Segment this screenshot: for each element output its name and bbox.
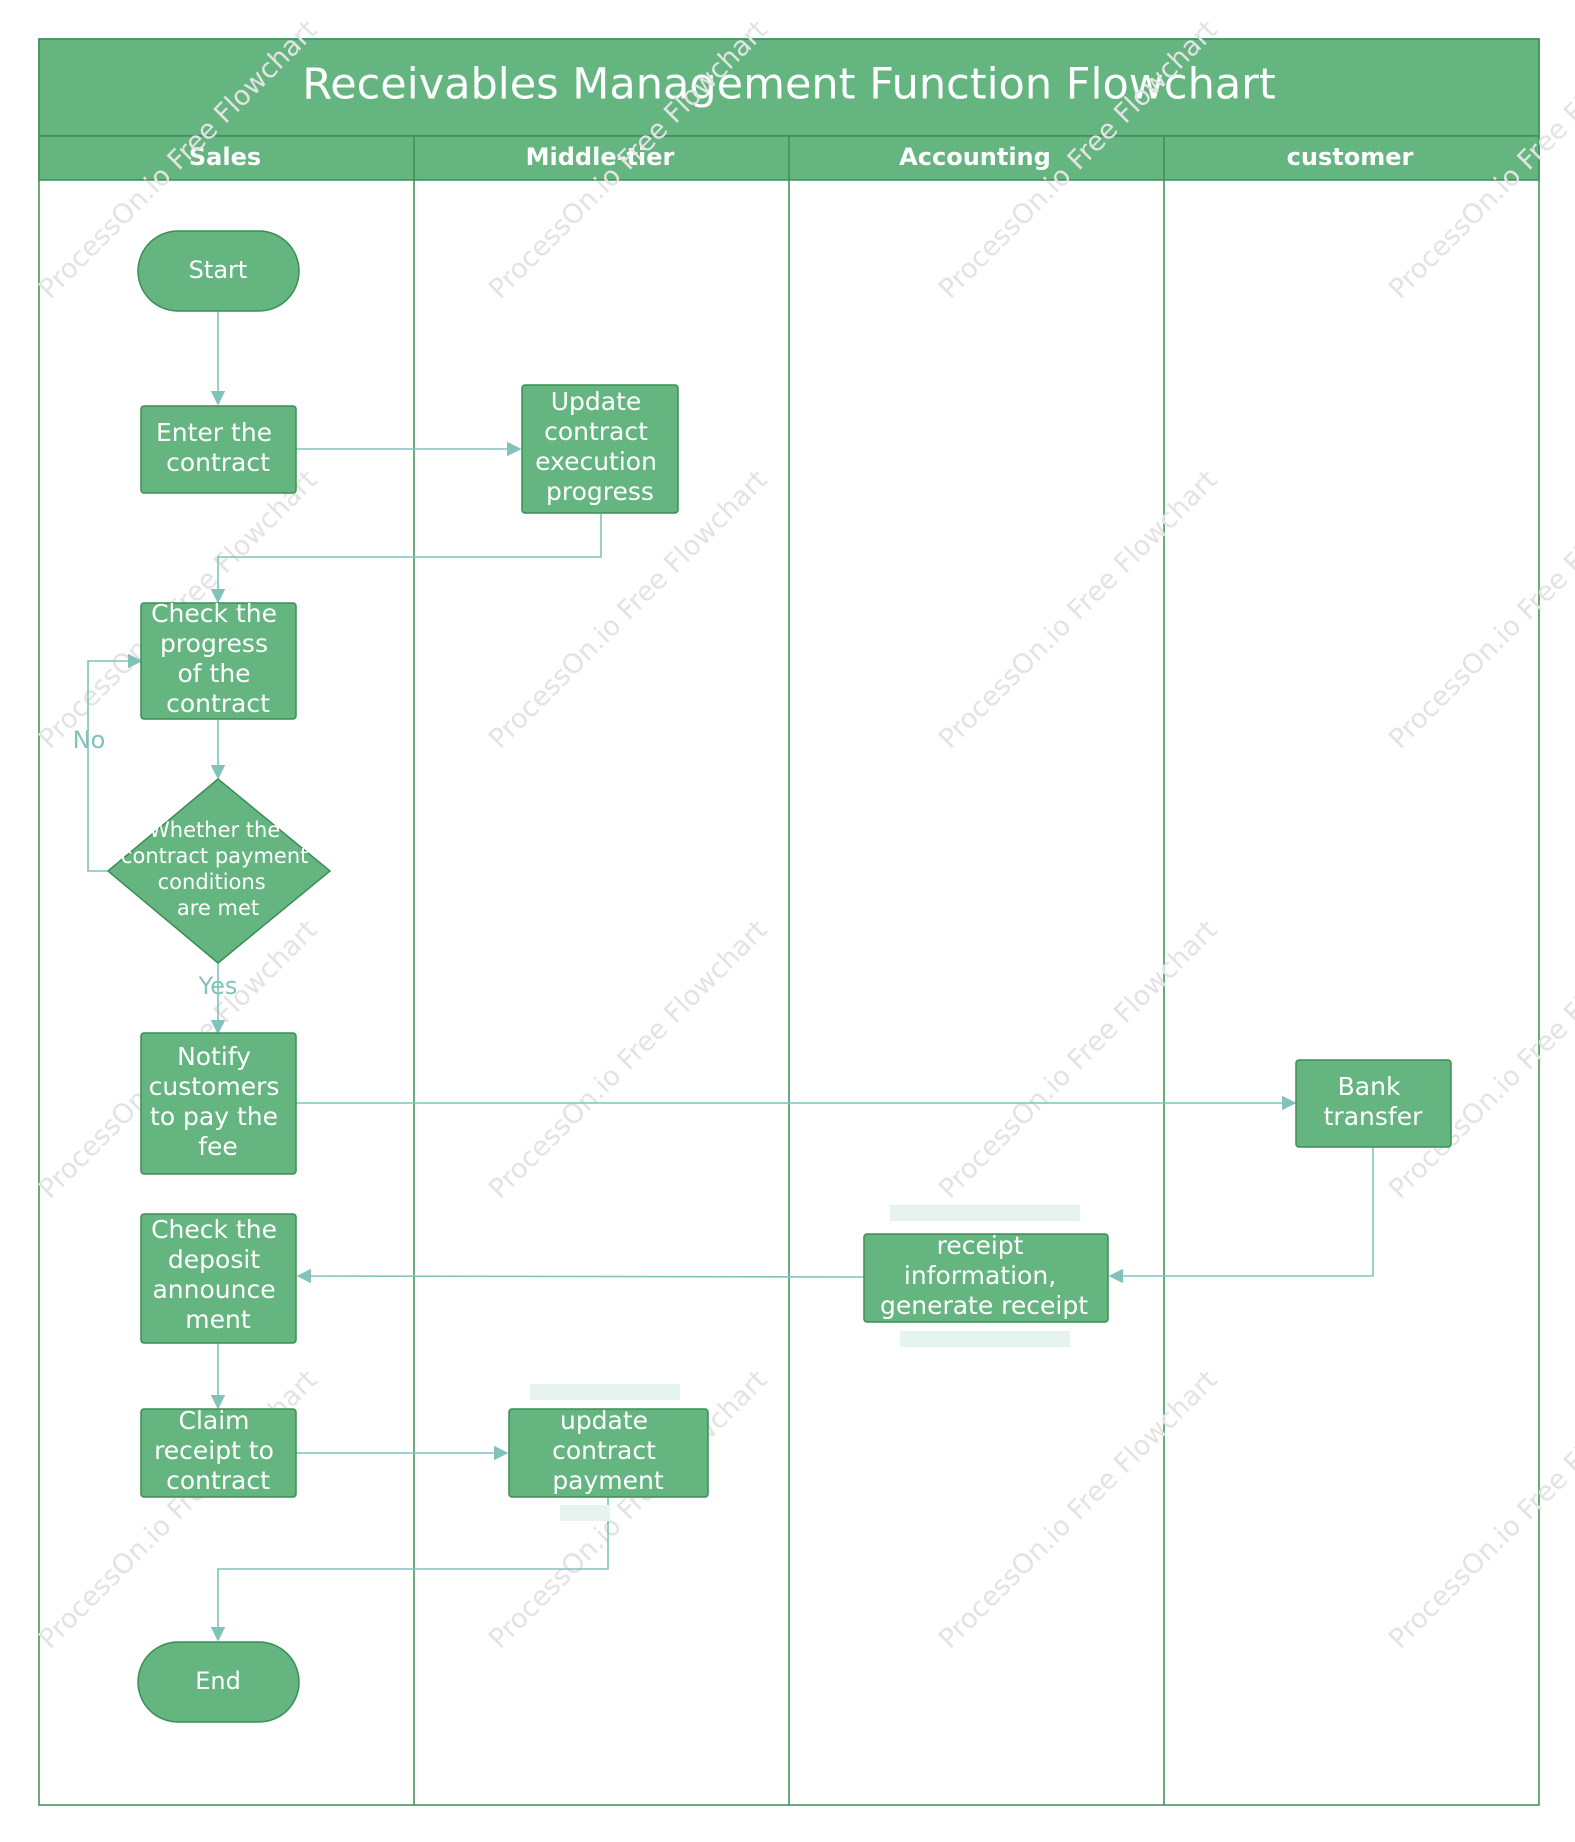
node-receipt-info[interactable]: receipt information, generate receipt (863, 1231, 1109, 1323)
node-label-line: ment (185, 1305, 251, 1334)
lane-header-accounting: Accounting (899, 143, 1051, 171)
ghost-text-mark (890, 1205, 1080, 1221)
node-bank-transfer[interactable]: Bank transfer (1295, 1059, 1452, 1148)
node-start-label: Start (189, 256, 248, 284)
node-label-line: contract (166, 448, 270, 477)
edge-label-no: No (73, 726, 106, 754)
ghost-text-mark (560, 1505, 610, 1521)
svg-text:Whether the contract pay: Whether the contract payment conditions … (121, 818, 315, 920)
node-label-line: to pay the (150, 1102, 278, 1131)
connectors (87, 311, 1374, 1642)
node-decision[interactable]: Whether the contract payment conditions … (106, 778, 332, 964)
node-start[interactable]: Start (137, 230, 300, 312)
svg-text:Bank transfer: Bank transfer (1324, 1072, 1423, 1131)
node-label-line: Whether the (149, 818, 280, 842)
node-label-line: Notify (177, 1042, 251, 1071)
node-label-line: Bank (1338, 1072, 1401, 1101)
lane-header-middle-tier: Middle-tier (526, 143, 675, 171)
node-label-line: fee (198, 1132, 238, 1161)
edge-update-progress-to-check (210, 514, 602, 604)
node-label-line: of the (177, 659, 250, 688)
svg-text:Enter the contract: Enter the contract (156, 418, 280, 477)
node-label-line: customers (149, 1072, 280, 1101)
edge-label-yes: Yes (198, 972, 238, 1000)
edge-bank-to-receipt (1108, 1147, 1374, 1284)
node-label-line: generate receipt (880, 1291, 1088, 1320)
svg-text:Check the deposit: Check the deposit announce ment (151, 1215, 285, 1334)
lane-header-sales: Sales (189, 143, 261, 171)
node-label-line: contract (544, 417, 648, 446)
node-label-line: are met (177, 896, 259, 920)
page-title: Receivables Management Function Flowchar… (302, 60, 1275, 110)
node-label-line: progress (160, 629, 268, 658)
title-bar (38, 38, 1540, 137)
node-label-line: information, (904, 1261, 1056, 1290)
node-label-line: progress (546, 477, 654, 506)
node-update-payment[interactable]: update contract payment (508, 1406, 709, 1498)
svg-text:Check the progress: Check the progress of the contract (151, 599, 285, 718)
node-label-line: Update (551, 387, 642, 416)
node-label-line: contract (166, 689, 270, 718)
node-label-line: deposit (168, 1245, 260, 1274)
node-label-line: contract (552, 1436, 656, 1465)
svg-text:receipt information,: receipt information, generate receipt (880, 1231, 1088, 1320)
node-notify-customers[interactable]: Notify customers to pay the fee (140, 1032, 297, 1175)
node-update-progress[interactable]: Update contract execution progress (521, 384, 679, 514)
node-end[interactable]: End (137, 1641, 300, 1723)
node-enter-contract[interactable]: Enter the contract (140, 405, 297, 494)
node-label-line: Claim (179, 1406, 250, 1435)
node-label-line: announce (152, 1275, 275, 1304)
node-label-line: receipt (937, 1231, 1024, 1260)
svg-text:Claim receipt to c: Claim receipt to contract (154, 1406, 282, 1495)
node-check-progress[interactable]: Check the progress of the contract (140, 599, 297, 720)
node-label-line: Check the (151, 599, 277, 628)
svg-text:Update contract ex: Update contract execution progress (535, 387, 665, 506)
ghost-text-mark (900, 1331, 1070, 1347)
node-check-deposit[interactable]: Check the deposit announce ment (140, 1213, 297, 1344)
ghost-text-mark (530, 1384, 680, 1400)
svg-text:Notify customers t: Notify customers to pay the fee (149, 1042, 288, 1161)
node-label-line: receipt to (154, 1436, 274, 1465)
lane-header-customer: customer (1287, 143, 1414, 171)
node-label-line: contract payment (121, 844, 308, 868)
node-label-line: update (560, 1406, 648, 1435)
node-end-label: End (195, 1667, 241, 1695)
node-label-line: execution (535, 447, 657, 476)
node-label-line: contract (166, 1466, 270, 1495)
edge-decision-no-loop (87, 653, 143, 872)
node-label-line: Enter the (156, 418, 272, 447)
node-label-line: payment (552, 1466, 664, 1495)
node-claim-receipt[interactable]: Claim receipt to contract (140, 1406, 297, 1498)
edge-update-payment-to-end (210, 1497, 609, 1642)
node-label-line: conditions (158, 870, 266, 894)
edge-receipt-to-check-deposit (296, 1268, 865, 1284)
node-label-line: transfer (1324, 1102, 1423, 1131)
svg-text:update contract pa: update contract payment (552, 1406, 664, 1495)
node-label-line: Check the (151, 1215, 277, 1244)
